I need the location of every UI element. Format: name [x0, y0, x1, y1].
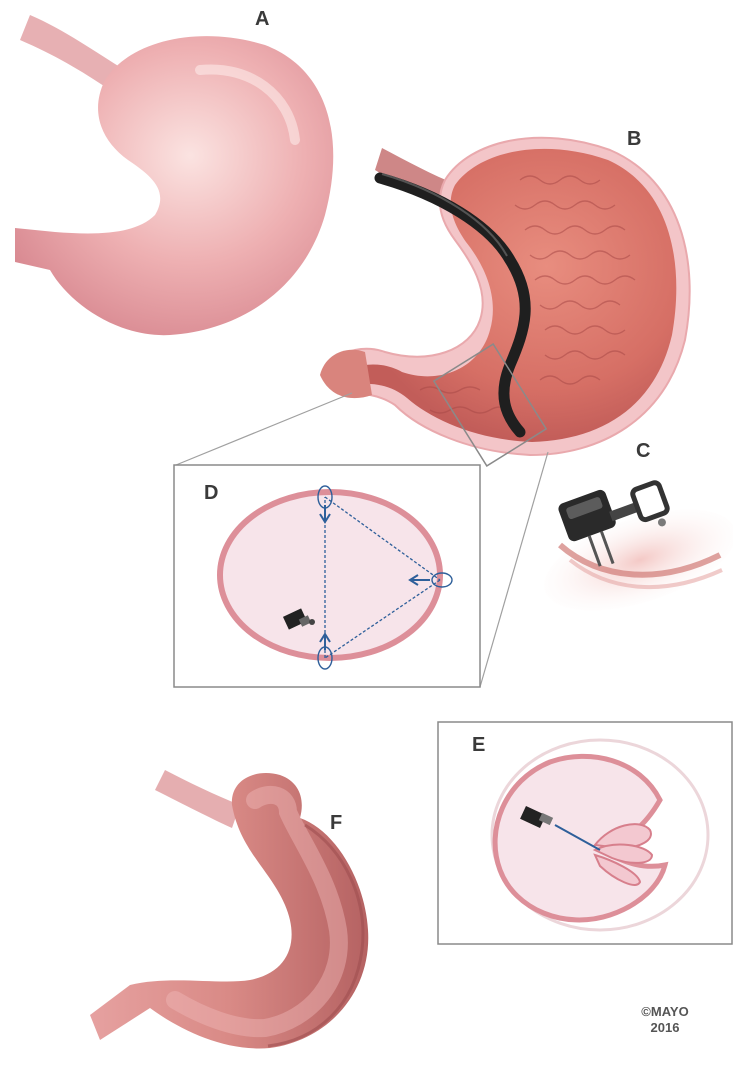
copyright-line-1: ©MAYO: [620, 1004, 710, 1020]
stomach-b: [320, 138, 690, 466]
device-c: [532, 470, 733, 631]
stomach-a: [15, 15, 333, 335]
label-a: A: [255, 8, 269, 31]
stomach-a-body: [15, 36, 333, 335]
stomach-f: [90, 770, 368, 1048]
copyright-notice: ©MAYO 2016: [620, 1004, 710, 1036]
label-f: F: [330, 812, 342, 835]
label-d: D: [204, 482, 218, 505]
label-b: B: [627, 128, 641, 151]
label-c: C: [636, 440, 650, 463]
pylorus-b: [320, 350, 372, 398]
inset-d: [174, 465, 480, 687]
copyright-line-2: 2016: [620, 1020, 710, 1036]
label-e: E: [472, 734, 485, 757]
esophagus-f: [155, 770, 240, 828]
inset-d-cross-section: [220, 492, 440, 658]
